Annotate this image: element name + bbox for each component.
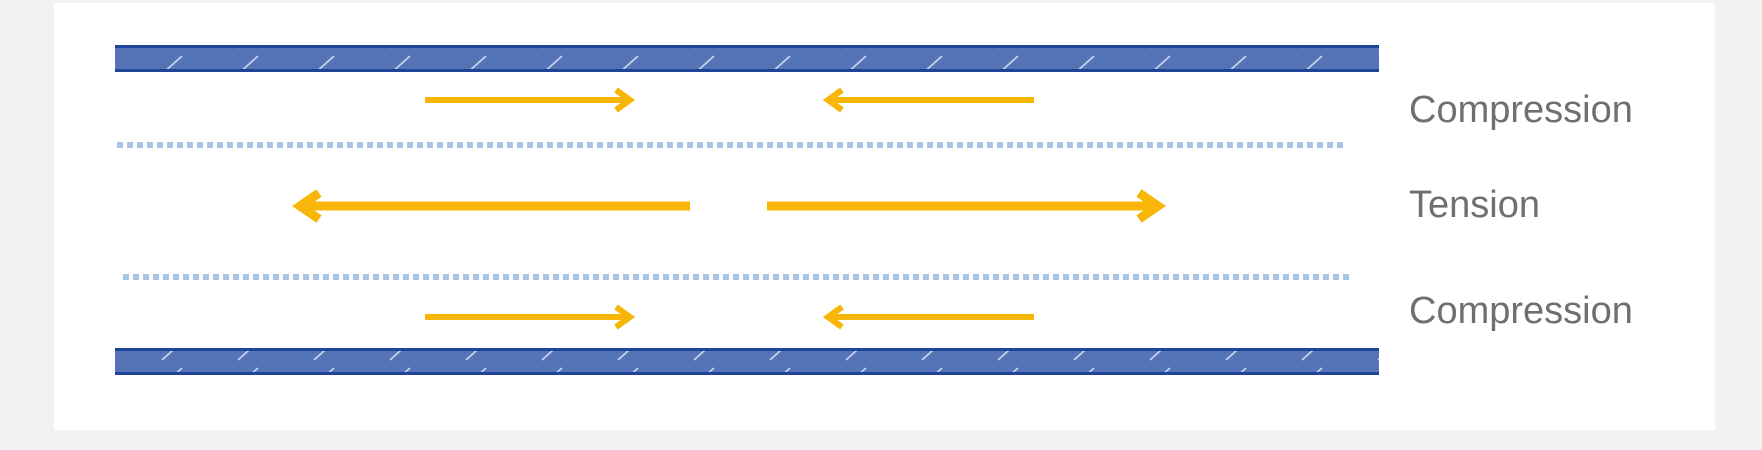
zone-label-top: Compression xyxy=(1409,89,1633,131)
arrow-right-head xyxy=(614,87,636,113)
top-plate-hatch xyxy=(115,46,1379,71)
zone-label-middle: Tension xyxy=(1409,184,1540,226)
tension-arrows xyxy=(292,189,1166,223)
arrow-left-head xyxy=(822,304,844,330)
arrow-left-head xyxy=(292,189,322,223)
lower-compression-arrows xyxy=(425,304,1034,330)
bottom-plate-hatch xyxy=(115,349,1379,374)
arrow-right-head xyxy=(614,304,636,330)
bottom-plate xyxy=(115,348,1379,375)
arrow-left-head xyxy=(822,87,844,113)
arrow-right-head xyxy=(1136,189,1166,223)
zone-label-bottom: Compression xyxy=(1409,290,1633,332)
top-plate xyxy=(115,45,1379,72)
upper-compression-arrows xyxy=(425,87,1034,113)
